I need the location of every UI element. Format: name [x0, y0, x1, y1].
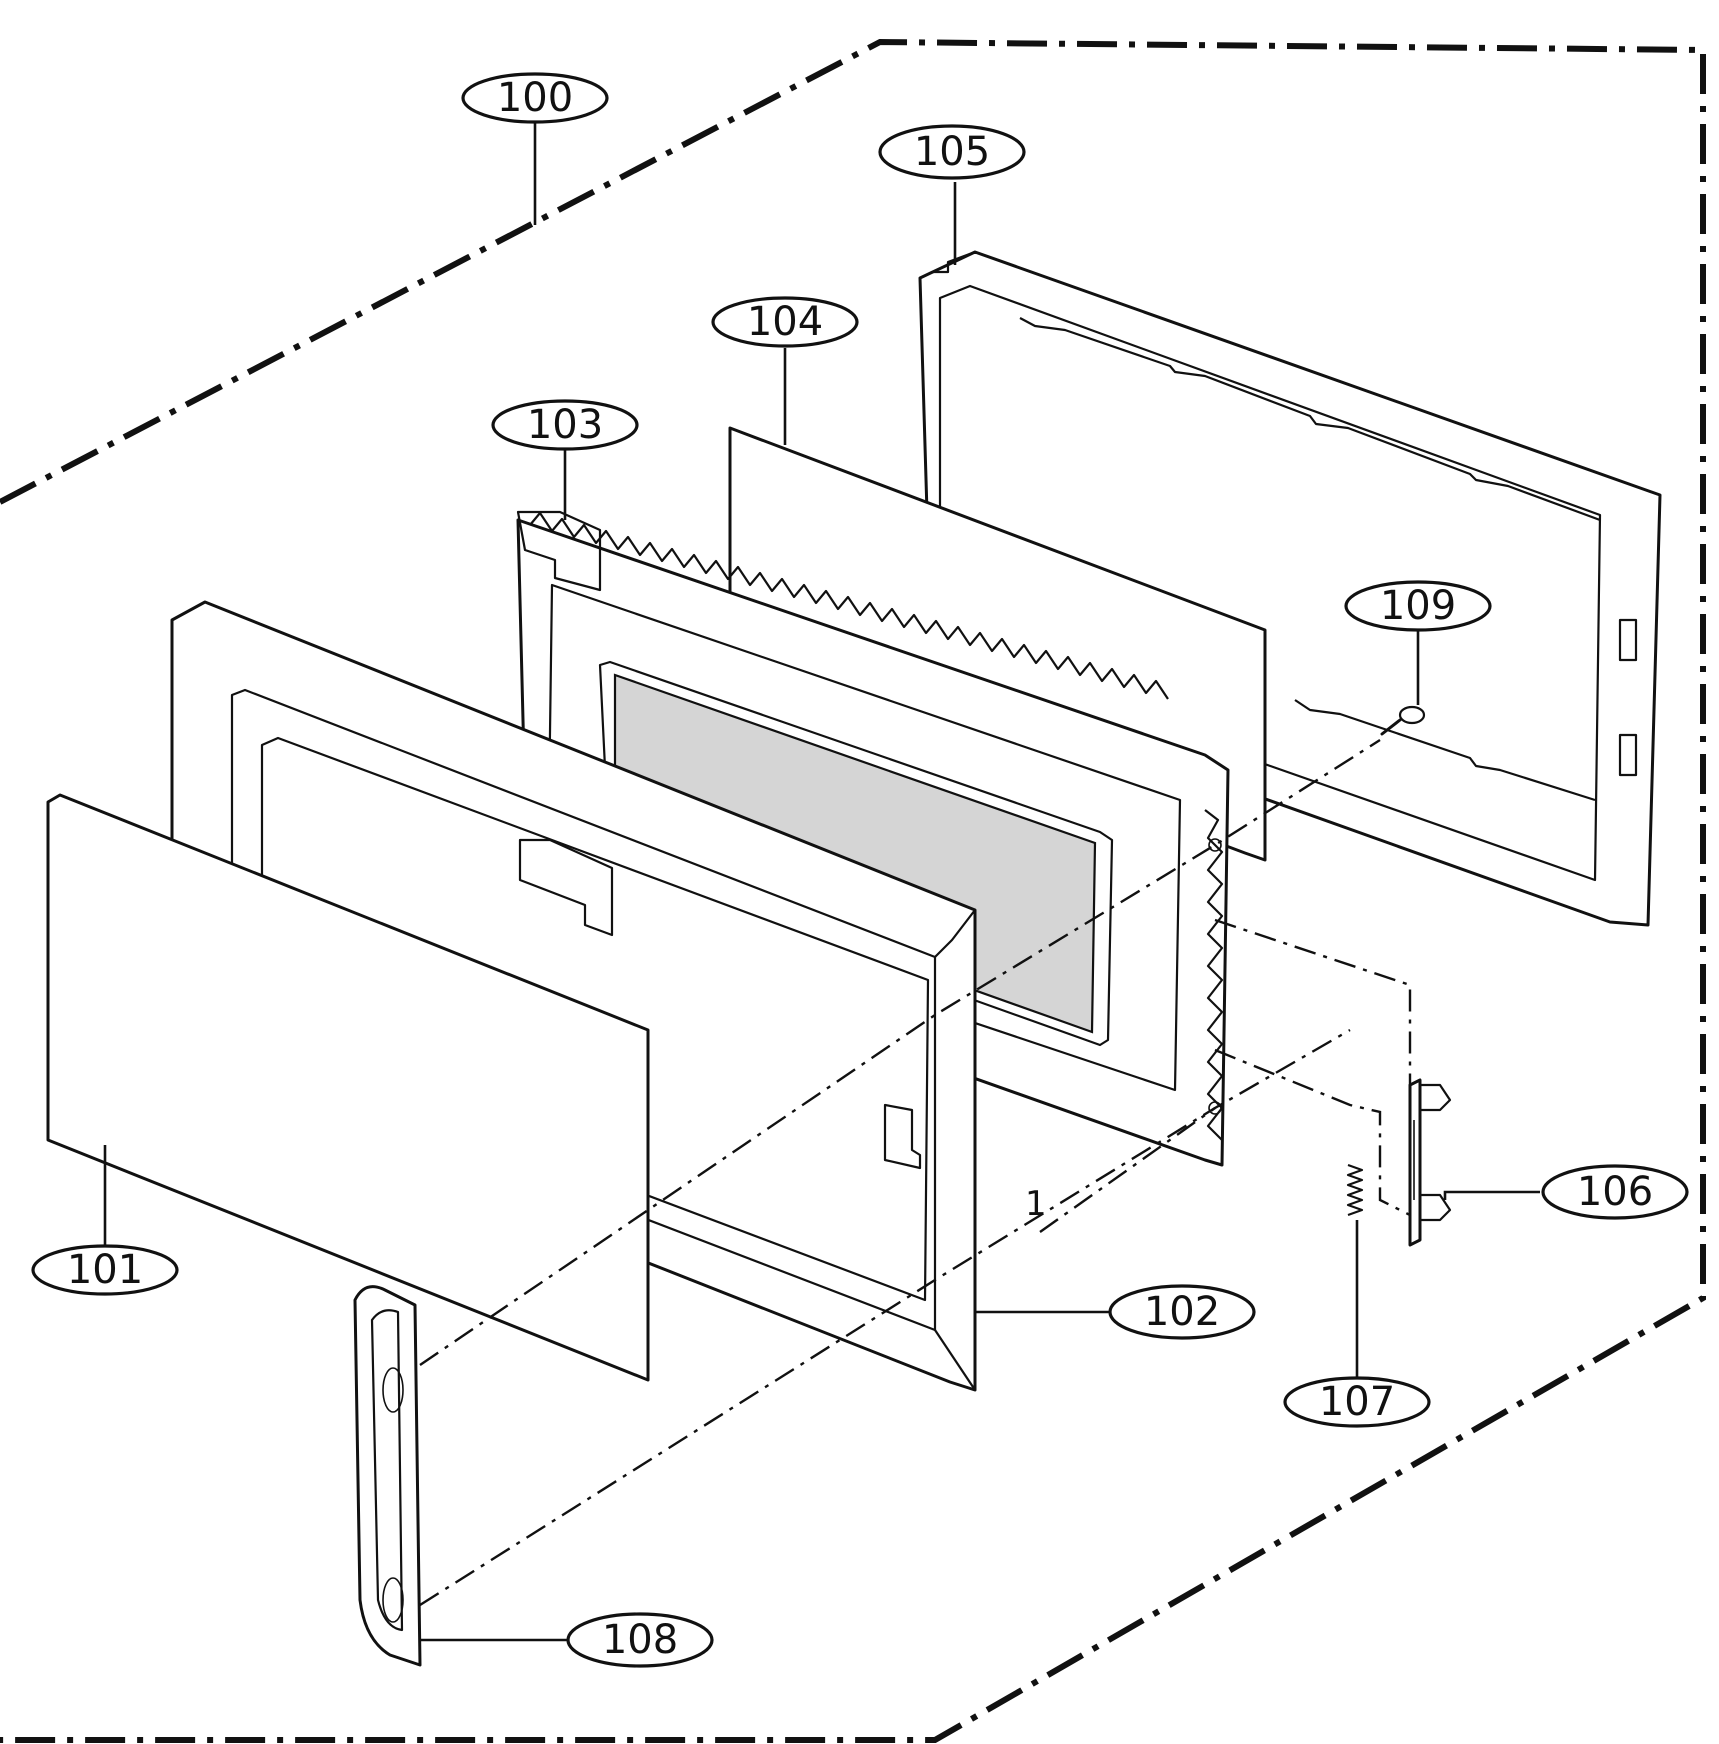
svg-text:105: 105	[914, 129, 990, 175]
svg-text:106: 106	[1577, 1169, 1653, 1215]
part-latch-key	[1408, 1078, 1452, 1247]
svg-text:107: 107	[1319, 1379, 1395, 1425]
part-door-handle	[353, 1285, 422, 1667]
callout-102: 102	[1108, 1284, 1256, 1340]
svg-text:101: 101	[67, 1247, 143, 1293]
svg-text:102: 102	[1144, 1289, 1220, 1335]
index-mark: 1	[1025, 1184, 1047, 1224]
callout-106: 106	[1541, 1164, 1689, 1220]
assembly-lines	[419, 738, 1412, 1607]
svg-text:108: 108	[602, 1617, 678, 1663]
svg-text:100: 100	[497, 75, 573, 121]
part-spring	[1346, 1163, 1364, 1217]
callout-104: 104	[711, 296, 859, 348]
callout-107: 107	[1283, 1376, 1431, 1428]
svg-text:104: 104	[747, 299, 823, 345]
part-screw	[1380, 705, 1426, 736]
assembly-boundary	[0, 38, 1706, 1743]
callout-105: 105	[878, 124, 1026, 180]
callout-103: 103	[491, 399, 639, 451]
svg-text:109: 109	[1380, 583, 1456, 629]
callout-108: 108	[566, 1612, 714, 1668]
svg-text:103: 103	[527, 402, 603, 448]
callout-100: 100	[461, 72, 609, 124]
part-outer-glass	[46, 793, 650, 1382]
callout-109: 109	[1344, 580, 1492, 632]
leader-lines	[103, 122, 1540, 1642]
callout-101: 101	[31, 1244, 179, 1296]
